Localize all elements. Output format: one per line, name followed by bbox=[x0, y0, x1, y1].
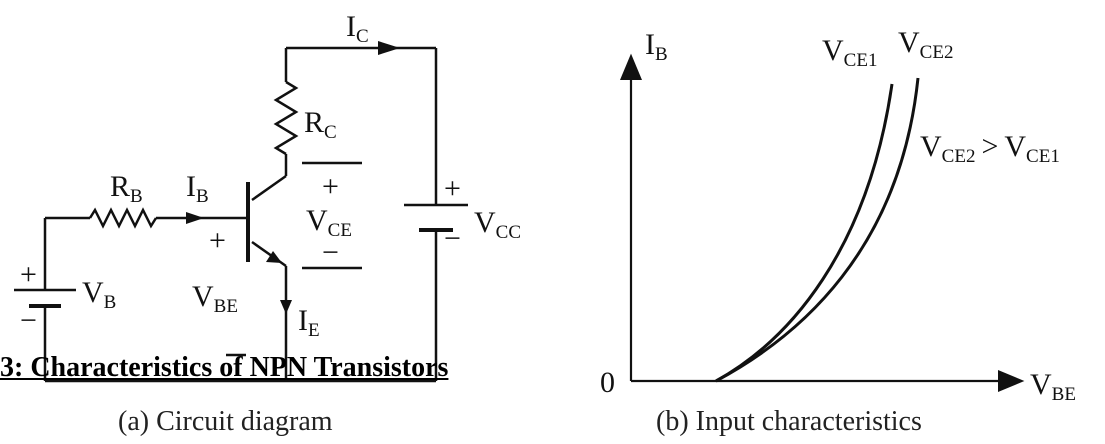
label-vce-minus: − bbox=[322, 236, 339, 269]
label-vcc-minus: − bbox=[444, 222, 461, 255]
rb-resistor bbox=[88, 207, 158, 229]
transistor-collector-lead bbox=[251, 174, 287, 202]
label-ib: IB bbox=[186, 170, 209, 207]
curve-vce1 bbox=[715, 83, 894, 383]
label-vbe-plus: + bbox=[209, 224, 226, 257]
y-axis-label: IB bbox=[645, 28, 668, 65]
circuit-caption: (a) Circuit diagram bbox=[118, 406, 333, 437]
label-rb: RB bbox=[110, 170, 143, 207]
label-vce-plus: + bbox=[322, 170, 339, 203]
curve-label-vce1: VCE1 bbox=[822, 34, 877, 71]
curve-label-vce2: VCE2 bbox=[898, 26, 953, 63]
input-characteristics-plot: 0 IB VBE VCE1 VCE2 VCE2>VCE1 (b) Input c… bbox=[600, 26, 1076, 437]
section-heading: 3: Characteristics of NPN Transistors bbox=[0, 352, 449, 383]
emitter-arrow-icon bbox=[266, 251, 282, 263]
label-vb: VB bbox=[82, 276, 116, 313]
curve-vce2 bbox=[715, 77, 920, 383]
label-vce: VCE bbox=[306, 204, 352, 241]
label-vbe: VBE bbox=[192, 280, 238, 317]
relation-label: VCE2>VCE1 bbox=[920, 130, 1060, 167]
label-ie: IE bbox=[298, 304, 320, 341]
label-vb-plus: + bbox=[20, 258, 37, 291]
label-ic: IC bbox=[346, 10, 369, 47]
label-rc: RC bbox=[304, 106, 337, 143]
circuit-diagram bbox=[14, 41, 468, 383]
label-vcc: VCC bbox=[474, 206, 521, 243]
x-axis-label: VBE bbox=[1030, 368, 1076, 405]
plot-caption: (b) Input characteristics bbox=[656, 406, 922, 437]
ic-arrow-icon bbox=[378, 41, 400, 55]
circuit-labels: IC RC RB IB + + VCE − + − VCC + − VB VBE… bbox=[20, 10, 521, 437]
label-vcc-plus: + bbox=[444, 172, 461, 205]
label-vb-minus: − bbox=[20, 304, 37, 337]
origin-label: 0 bbox=[600, 366, 615, 399]
ib-arrow-icon bbox=[186, 212, 204, 224]
rc-resistor bbox=[273, 80, 299, 156]
ie-arrow-icon bbox=[280, 300, 292, 314]
